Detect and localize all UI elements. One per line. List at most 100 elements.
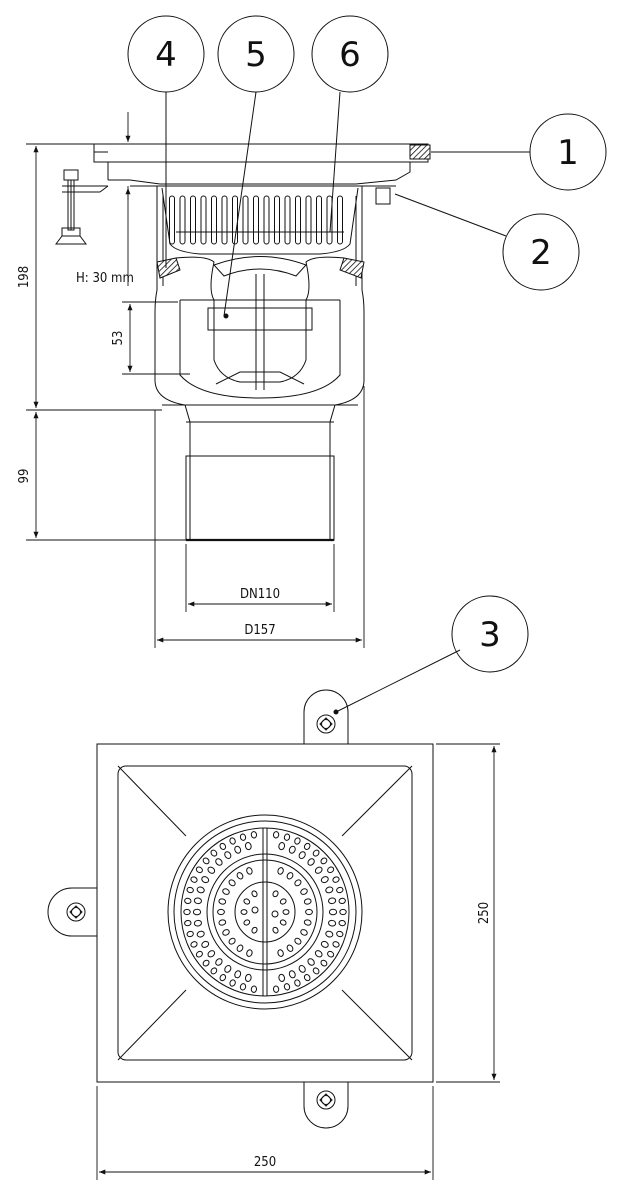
dim-total-height: 198 (17, 266, 32, 288)
plan-dimension-labels: 250 250 (254, 902, 492, 1170)
grate-hole (239, 983, 247, 991)
grating-bar (200, 195, 207, 245)
grate-hole (228, 879, 236, 887)
grate-hole (244, 842, 252, 851)
grate-hole (288, 970, 296, 979)
balloon-labels: 4 5 6 1 2 3 (155, 35, 579, 655)
grate-hole (193, 897, 202, 905)
grating-bar (305, 195, 312, 245)
grate-ring (167, 814, 363, 1010)
grate-hole (250, 831, 258, 839)
grate-hole (320, 876, 329, 884)
top-frame (93, 143, 431, 187)
balloon-3 (451, 595, 529, 673)
grate-hole (328, 897, 337, 905)
plan-frame-inner (117, 765, 413, 1061)
grate-hole (222, 888, 230, 895)
grate-hole (195, 866, 203, 874)
grate-hole (234, 970, 242, 979)
grate-hole (272, 985, 280, 993)
grate-ring (173, 820, 357, 1004)
grating-bar (211, 195, 217, 245)
dimension-labels: 198 99 53 H: 30 mm DN110 D157 (17, 266, 280, 638)
grate-hole (215, 858, 223, 866)
grate-hole (298, 965, 306, 973)
grate-hole (307, 858, 315, 866)
odour-trap (175, 256, 345, 399)
plan-frame-outer (96, 743, 434, 1083)
grate-hole (222, 929, 230, 936)
grate-hole (224, 851, 232, 859)
grate-hole (271, 910, 279, 918)
grating-bar (179, 195, 186, 245)
grate-hole (312, 849, 320, 857)
grating-bar (274, 195, 280, 245)
grate-hole (246, 867, 253, 875)
grate-hole (305, 908, 313, 916)
grating-bar (284, 195, 291, 245)
grate-hole (195, 950, 203, 958)
grate-hole (219, 842, 227, 850)
clamp-lug-top (303, 689, 349, 744)
grate-hole (184, 919, 192, 927)
balloon-6 (311, 15, 389, 93)
grating-bar (242, 195, 249, 245)
grate-hole (218, 919, 227, 926)
grate-hole (320, 959, 328, 967)
grate-hole (207, 866, 216, 874)
grate-hole (196, 886, 205, 894)
grate-hole (186, 930, 194, 938)
dim-body-diameter: D157 (244, 623, 275, 638)
dim-plan-width: 250 (254, 1155, 276, 1170)
grate-hole (236, 872, 244, 880)
balloon-label-5: 5 (245, 35, 267, 75)
grate-hole (277, 949, 284, 957)
grate-hole (193, 919, 202, 927)
grate-hole (332, 941, 340, 948)
grate-hole (234, 845, 242, 854)
grate-hole (338, 897, 346, 905)
balloon-label-3: 3 (479, 615, 501, 655)
grate-hole (201, 940, 210, 948)
grate-hole (202, 959, 210, 967)
grate-hole (307, 958, 315, 966)
grate-hole (272, 831, 280, 839)
grate-hole (327, 866, 335, 874)
frame-clamp (375, 187, 391, 205)
grate-hole (312, 967, 320, 975)
grate-hole (278, 842, 286, 851)
grate-hole (314, 950, 323, 958)
grate-hole (279, 898, 287, 905)
grate-hole (320, 857, 328, 865)
grating-bar (190, 195, 196, 245)
grate-hole (338, 919, 346, 927)
grate-hole (277, 867, 284, 875)
grate-ring (180, 827, 350, 997)
dim-inner-height: 53 (111, 331, 126, 346)
grate-hole (303, 898, 312, 905)
adjust-bolt (55, 169, 109, 245)
balloon-1 (529, 113, 607, 191)
grate-hole (314, 866, 323, 874)
grate-hole (217, 908, 225, 916)
grate-hole (244, 973, 252, 982)
grating-bar (337, 195, 343, 245)
grate-hole (303, 974, 311, 982)
grate-hole (201, 876, 210, 884)
grate-hole (294, 979, 301, 987)
grate-hole (196, 930, 205, 938)
balloon-5 (217, 15, 295, 93)
balloon-4 (127, 15, 205, 93)
balloon-label-4: 4 (155, 35, 177, 75)
grate-hole (320, 940, 329, 948)
grate-hole (240, 909, 248, 915)
grate-hole (236, 944, 244, 952)
grating-bar (221, 195, 228, 245)
balloons (127, 15, 607, 715)
grate-hole (300, 888, 308, 895)
plan-view (47, 689, 500, 1180)
grate-ring (234, 881, 296, 943)
grate-hole (294, 879, 302, 887)
